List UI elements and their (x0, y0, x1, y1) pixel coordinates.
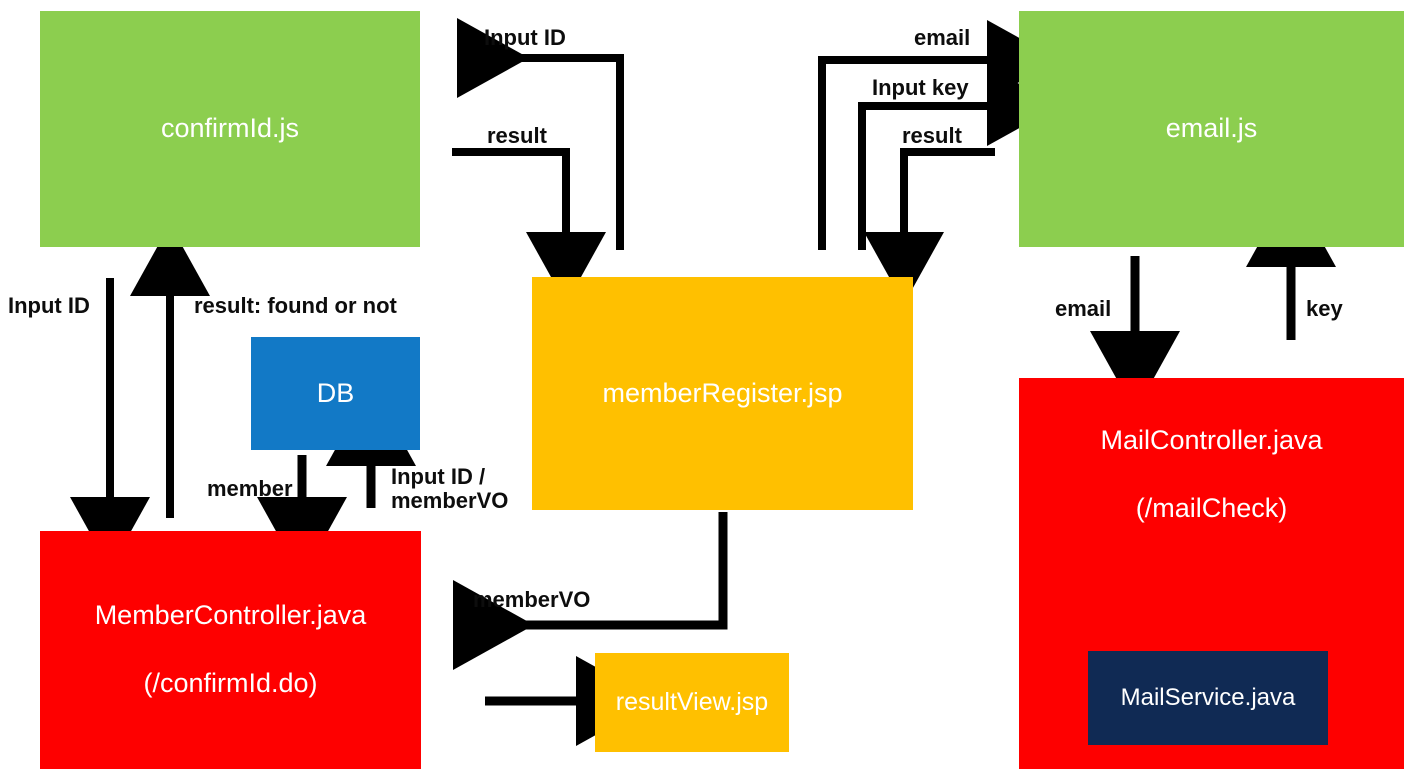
edge-label-email-right: email (1055, 296, 1112, 321)
node-db[interactable]: DB (251, 337, 420, 450)
node-label: confirmId.js (160, 113, 300, 144)
node-label: resultView.jsp (615, 687, 769, 716)
node-memberController[interactable]: MemberController.java (/confirmId.do) (40, 531, 421, 769)
edge-label-result-found-or-not: result: found or not (194, 293, 397, 318)
node-email-js[interactable]: email.js (1019, 11, 1404, 247)
node-label: MemberController.java (94, 600, 367, 631)
edge-label-input-key-top: Input key (872, 75, 969, 100)
node-label: email.js (1165, 113, 1258, 144)
node-label: memberRegister.jsp (602, 377, 843, 408)
node-label: DB (316, 377, 355, 408)
node-label: MailService.java (1120, 684, 1296, 711)
node-label: MailController.java (1100, 425, 1323, 455)
edge-label-input-id-top: Input ID (484, 25, 566, 50)
node-mailService[interactable]: MailService.java (1088, 651, 1328, 745)
edge-membervo-bottom (453, 512, 728, 670)
node-memberRegister-jsp[interactable]: memberRegister.jsp (532, 277, 913, 510)
edge-label-result-right-top: result (902, 123, 962, 148)
edge-label-key-right: key (1306, 296, 1343, 321)
node-sublabel: (/mailCheck) (1135, 492, 1288, 523)
edge-input-key-top (858, 66, 1059, 250)
edge-result-top (452, 148, 606, 304)
edge-label-email-top: email (914, 25, 971, 50)
edge-label-result-top: result (487, 123, 547, 148)
edge-label-line-1: Input ID / (391, 464, 486, 489)
edge-label-input-id-left: Input ID (8, 293, 90, 318)
edge-input-id-top (457, 18, 624, 250)
edge-label-member: member (207, 476, 293, 501)
edge-result-right-top (864, 148, 995, 304)
edge-label-input-id-membervo: Input ID / memberVO (391, 464, 509, 514)
edge-email-top (818, 20, 1059, 250)
edge-label-line-2: memberVO (391, 488, 509, 514)
edge-label-membervo-bottom: memberVO (473, 587, 591, 612)
node-confirmId-js[interactable]: confirmId.js (40, 11, 420, 247)
node-sublabel: (/confirmId.do) (143, 668, 318, 698)
node-resultView-jsp[interactable]: resultView.jsp (595, 653, 789, 752)
